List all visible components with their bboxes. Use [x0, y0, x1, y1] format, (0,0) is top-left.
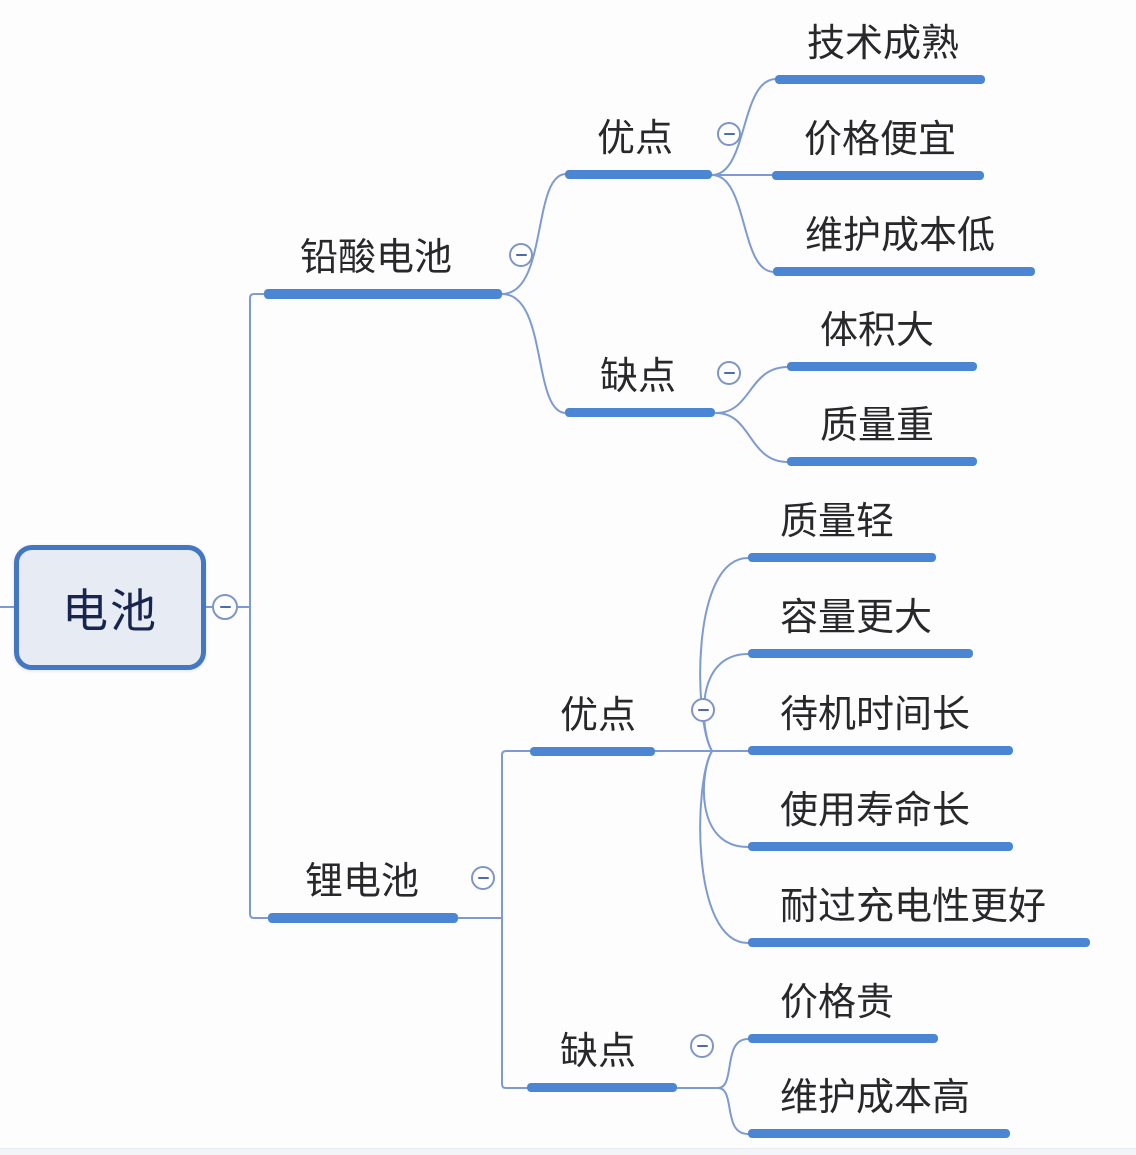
node-leaf-cheap-price[interactable]: 价格便宜 [772, 117, 984, 180]
node-label: 体积大 [820, 308, 935, 352]
node-underline [748, 1034, 938, 1043]
node-label: 待机时间长 [780, 692, 971, 736]
node-underline [772, 171, 984, 180]
node-label: 维护成本低 [805, 213, 996, 257]
canvas-bottom-edge [0, 1148, 1136, 1155]
node-leaf-heavy-weight[interactable]: 质量重 [787, 403, 977, 466]
node-leaf-long-standby[interactable]: 待机时间长 [748, 692, 1013, 755]
node-underline [748, 842, 1013, 851]
minus-icon [696, 1045, 708, 1047]
node-label: 耐过充电性更好 [780, 884, 1047, 928]
minus-icon [477, 877, 489, 879]
node-label: 价格贵 [780, 980, 895, 1024]
node-leaf-high-maintenance[interactable]: 维护成本高 [748, 1075, 1010, 1138]
collapse-toggle-lead-acid[interactable] [509, 243, 533, 267]
node-label: 维护成本高 [780, 1075, 971, 1119]
node-li-cons[interactable]: 缺点 [527, 1029, 677, 1092]
collapse-toggle-lead-cons[interactable] [717, 361, 741, 385]
node-label: 优点 [560, 693, 637, 737]
node-label: 技术成熟 [807, 21, 960, 65]
node-label: 价格便宜 [804, 117, 957, 161]
node-underline [268, 913, 458, 923]
minus-icon [723, 372, 735, 374]
node-underline [748, 649, 973, 658]
node-label: 锂电池 [305, 859, 420, 903]
node-label: 容量更大 [780, 595, 933, 639]
collapse-toggle-root[interactable] [212, 594, 238, 620]
minus-icon [723, 133, 735, 135]
node-leaf-tech-mature[interactable]: 技术成熟 [775, 21, 985, 84]
node-underline [748, 1129, 1010, 1138]
node-label: 缺点 [560, 1029, 637, 1073]
node-leaf-larger-capacity[interactable]: 容量更大 [748, 595, 973, 658]
node-leaf-long-lifespan[interactable]: 使用寿命长 [748, 788, 1013, 851]
node-leaf-large-volume[interactable]: 体积大 [787, 308, 977, 371]
node-leaf-expensive[interactable]: 价格贵 [748, 980, 938, 1043]
node-underline [527, 1083, 677, 1092]
node-lead-pros[interactable]: 优点 [565, 116, 712, 179]
node-underline [748, 746, 1013, 755]
minus-icon [697, 709, 709, 711]
node-label: 质量重 [820, 403, 935, 447]
node-lead-acid[interactable]: 铅酸电池 [264, 235, 502, 299]
collapse-toggle-li-pros[interactable] [691, 698, 715, 722]
root-label: 电池 [62, 583, 158, 638]
minus-icon [515, 254, 527, 256]
node-leaf-low-maintenance[interactable]: 维护成本低 [773, 213, 1035, 276]
node-underline [775, 75, 985, 84]
node-label: 质量轻 [780, 499, 895, 543]
node-underline [748, 553, 936, 562]
node-leaf-light-weight[interactable]: 质量轻 [748, 499, 936, 562]
node-label: 铅酸电池 [300, 235, 453, 279]
minus-icon [219, 606, 231, 608]
node-underline [773, 267, 1035, 276]
collapse-toggle-li-cons[interactable] [690, 1034, 714, 1058]
node-label: 缺点 [600, 354, 677, 398]
node-label: 使用寿命长 [780, 788, 971, 832]
node-underline [264, 289, 502, 299]
node-underline [565, 408, 715, 417]
node-leaf-overcharge-resistance[interactable]: 耐过充电性更好 [748, 884, 1090, 947]
node-underline [748, 938, 1090, 947]
collapse-toggle-lithium[interactable] [471, 866, 495, 890]
node-li-pros[interactable]: 优点 [530, 693, 655, 756]
node-lithium[interactable]: 锂电池 [268, 859, 458, 923]
collapse-toggle-lead-pros[interactable] [717, 122, 741, 146]
node-root[interactable]: 电池 [14, 545, 206, 670]
node-underline [565, 170, 712, 179]
node-underline [530, 747, 655, 756]
node-underline [787, 457, 977, 466]
node-label: 优点 [597, 116, 674, 160]
node-lead-cons[interactable]: 缺点 [565, 354, 715, 417]
node-underline [787, 362, 977, 371]
